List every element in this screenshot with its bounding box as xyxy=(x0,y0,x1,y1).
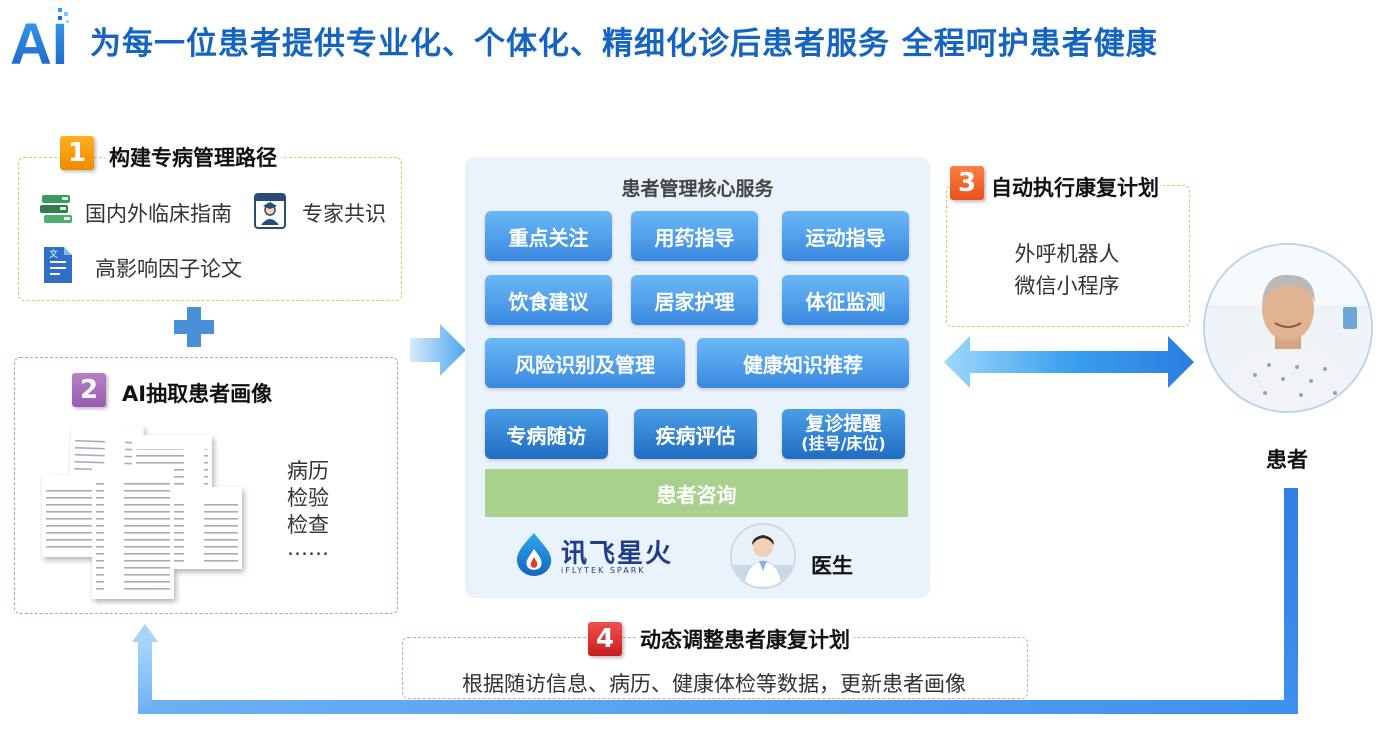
doctor-avatar xyxy=(730,523,796,589)
guideline-books-icon xyxy=(40,195,72,223)
spark-flame-icon xyxy=(517,533,552,576)
paper-document-icon: 文 xyxy=(44,247,72,283)
record-item: …… xyxy=(287,536,329,560)
step1-badge: 1 xyxy=(60,136,94,170)
channel-wechat: 微信小程序 xyxy=(1014,274,1120,298)
feedback-loop-arrow xyxy=(132,488,1298,714)
patient-avatar xyxy=(1203,243,1373,413)
revisit-line1: 复诊提醒 xyxy=(805,413,882,435)
medical-records-image xyxy=(42,425,242,599)
step2-badge: 2 xyxy=(72,373,106,407)
step2-panel xyxy=(14,357,398,614)
step4-title: 动态调整患者康复计划 xyxy=(636,624,854,654)
core-services-panel: 患者管理核心服务 重点关注 用药指导 运动指导 饮食建议 居家护理 体征监测 风… xyxy=(465,157,930,598)
record-item: 检查 xyxy=(287,513,329,537)
service-disease-assessment: 疾病评估 xyxy=(634,409,757,459)
plus-icon xyxy=(174,307,214,347)
service-exercise-guidance: 运动指导 xyxy=(782,211,909,261)
service-health-knowledge: 健康知识推荐 xyxy=(697,338,909,388)
service-risk-management: 风险识别及管理 xyxy=(485,338,685,388)
ai-logo: AI xyxy=(10,8,69,68)
step3-title: 自动执行康复计划 xyxy=(987,172,1163,202)
step4-description: 根据随访信息、病历、健康体检等数据，更新患者画像 xyxy=(462,672,966,696)
ai-logo-text: AI xyxy=(10,12,68,68)
channel-robot: 外呼机器人 xyxy=(1014,242,1120,266)
core-title: 患者管理核心服务 xyxy=(621,178,774,200)
arrow-right-icon xyxy=(410,324,466,376)
brand-sub: iFLYTEK SPARK xyxy=(561,566,646,575)
double-arrow-icon xyxy=(944,336,1194,388)
revisit-line2: (挂号/床位) xyxy=(801,434,886,453)
iflytek-spark-logo: 讯飞星火 iFLYTEK SPARK xyxy=(513,529,673,581)
page-title: 为每一位患者提供专业化、个体化、精细化诊后患者服务 全程呵护患者健康 xyxy=(90,26,1158,62)
step1-title: 构建专病管理路径 xyxy=(105,142,281,172)
brand-name: 讯飞星火 xyxy=(561,539,674,569)
record-item: 病历 xyxy=(287,459,329,483)
record-item: 检验 xyxy=(287,486,329,510)
paper-label: 高影响因子论文 xyxy=(95,257,242,281)
step4-badge: 4 xyxy=(588,622,622,656)
service-medication-guidance: 用药指导 xyxy=(631,211,758,261)
service-diet-advice: 饮食建议 xyxy=(485,275,612,325)
guideline-label: 国内外临床指南 xyxy=(85,202,232,226)
service-vital-monitoring: 体征监测 xyxy=(782,275,909,325)
svg-text:文: 文 xyxy=(49,248,58,260)
expert-consensus-label: 专家共识 xyxy=(302,202,386,226)
step3-badge: 3 xyxy=(950,166,984,200)
patient-label: 患者 xyxy=(1266,448,1308,472)
patient-consult-bar: 患者咨询 xyxy=(485,469,908,517)
service-key-focus: 重点关注 xyxy=(485,211,612,261)
expert-icon xyxy=(254,193,286,229)
step2-title: AI抽取患者画像 xyxy=(122,382,273,406)
service-home-care: 居家护理 xyxy=(631,275,758,325)
service-revisit-reminder: 复诊提醒 (挂号/床位) xyxy=(782,409,905,459)
doctor-label: 医生 xyxy=(811,554,853,578)
service-disease-followup: 专病随访 xyxy=(485,409,608,459)
